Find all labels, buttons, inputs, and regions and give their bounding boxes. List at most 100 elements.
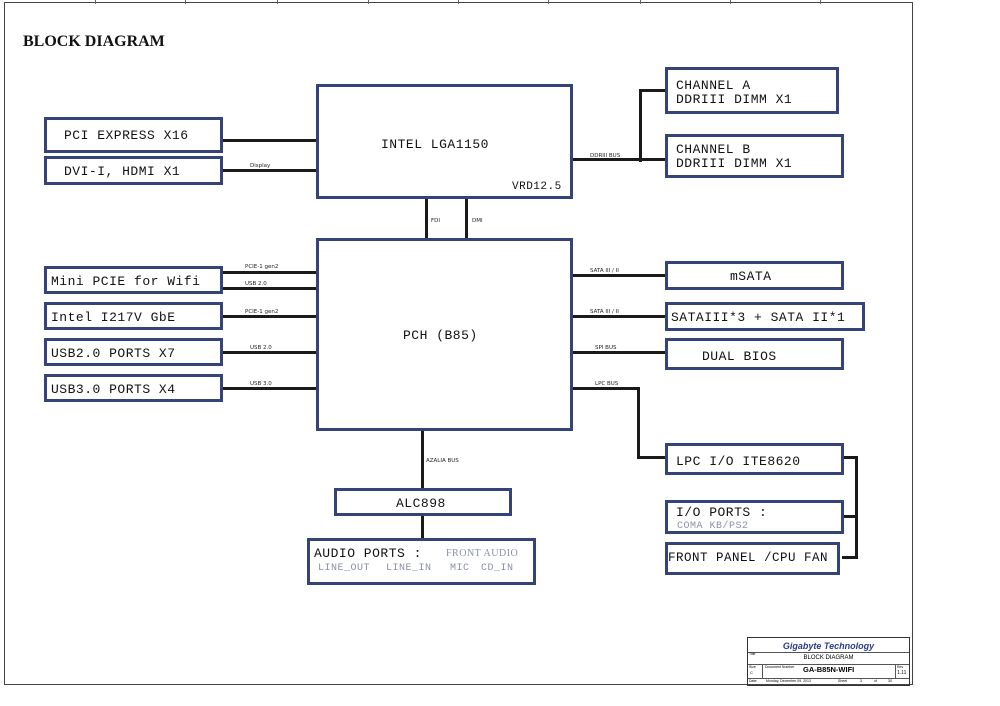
ddr-bus-label: DDRIII BUS bbox=[590, 153, 621, 159]
spi-link bbox=[572, 351, 666, 354]
rev-label: Rev bbox=[897, 665, 904, 669]
ddr-bus-chan-a bbox=[639, 89, 666, 92]
channel-b-block: CHANNEL B DDRIII DIMM X1 bbox=[665, 134, 844, 178]
sio-out bbox=[842, 456, 858, 459]
sheet-of: of bbox=[874, 679, 877, 683]
usb2-link bbox=[222, 351, 318, 354]
sata-bus-label-2: SATA III / II bbox=[590, 309, 619, 315]
sheet-value: 3 bbox=[860, 679, 862, 683]
msata-link bbox=[572, 274, 666, 277]
usb2-label: USB2.0 PORTS X7 bbox=[51, 346, 176, 361]
sata-link bbox=[572, 315, 666, 318]
sata-block: SATAIII*3 + SATA II*1 bbox=[665, 302, 865, 331]
title-value: BLOCK DIAGRAM bbox=[803, 655, 854, 661]
audio-ports-label: AUDIO PORTS : bbox=[314, 546, 422, 561]
minipcie-usb-link bbox=[222, 287, 318, 290]
sata-bus-label-1: SATA III / II bbox=[590, 268, 619, 274]
usb3-bus-label: USB 3.0 bbox=[250, 381, 272, 387]
frame-tick bbox=[185, 0, 186, 4]
company-name: Gigabyte Technology bbox=[782, 641, 875, 651]
spi-bus-label: SPI BUS bbox=[595, 345, 617, 351]
audio-line-in-label: LINE_IN bbox=[386, 563, 432, 574]
codec-audio-link bbox=[421, 514, 424, 540]
sio-fan-link bbox=[842, 556, 858, 559]
usb3-link bbox=[222, 387, 318, 390]
pcie-bus-label-2: PCIE-1 gen2 bbox=[245, 309, 279, 315]
channel-a-dimm-label: DDRIII DIMM X1 bbox=[676, 92, 793, 107]
sheet-label: Sheet bbox=[838, 679, 848, 683]
dmi-label: DMI bbox=[472, 218, 483, 224]
frame-tick bbox=[277, 0, 278, 4]
channel-b-dimm-label: DDRIII DIMM X1 bbox=[676, 156, 793, 171]
msata-block: mSATA bbox=[665, 261, 844, 290]
channel-a-block: CHANNEL A DDRIII DIMM X1 bbox=[665, 67, 839, 114]
sheet-total: 30 bbox=[888, 679, 892, 683]
cpu-block: INTEL LGA1150 VRD12.5 bbox=[316, 84, 573, 199]
dmi-link bbox=[465, 198, 468, 240]
frame-tick bbox=[95, 0, 96, 4]
usb3-block: USB3.0 PORTS X4 bbox=[44, 374, 223, 402]
fdi-label: FDI bbox=[431, 218, 441, 224]
dvi-hdmi-block: DVI-I, HDMI X1 bbox=[44, 156, 223, 185]
minipcie-block: Mini PCIE for Wifi bbox=[44, 266, 223, 294]
display-link bbox=[222, 169, 318, 172]
display-bus-label: Display bbox=[250, 163, 271, 169]
cpu-label: INTEL LGA1150 bbox=[381, 137, 489, 152]
pch-block: PCH (B85) bbox=[316, 238, 573, 431]
ddr-bus-chan-b bbox=[639, 158, 666, 161]
audio-ports-block: AUDIO PORTS : FRONT AUDIO LINE_OUT LINE_… bbox=[307, 538, 536, 585]
usb2-bus-label-2: USB 2.0 bbox=[250, 345, 272, 351]
lpc-bus-line bbox=[572, 387, 640, 390]
gbe-link bbox=[222, 315, 318, 318]
size-label: Size bbox=[749, 665, 756, 669]
lpc-bus-vertical bbox=[637, 387, 640, 459]
sio-io-link bbox=[842, 515, 858, 518]
channel-b-label: CHANNEL B bbox=[676, 142, 751, 157]
frame-tick bbox=[548, 0, 549, 4]
frame-tick bbox=[730, 0, 731, 4]
audio-front-label: FRONT AUDIO bbox=[446, 548, 519, 559]
size-value: C bbox=[750, 670, 753, 675]
usb2-bus-label-1: USB 2.0 bbox=[245, 281, 267, 287]
frame-tick bbox=[640, 0, 641, 4]
audio-mic-label: MIC bbox=[450, 563, 470, 574]
pcie-x16-label: PCI EXPRESS X16 bbox=[64, 128, 189, 143]
sio-vertical bbox=[855, 456, 858, 559]
date-label: Date: bbox=[749, 679, 758, 683]
gbe-block: Intel I217V GbE bbox=[44, 302, 223, 330]
usb2-block: USB2.0 PORTS X7 bbox=[44, 338, 223, 366]
frame-tick bbox=[368, 0, 369, 4]
lpc-bus-label: LPC BUS bbox=[595, 381, 619, 387]
cpu-vrd-label: VRD12.5 bbox=[512, 181, 562, 193]
io-ports-label: I/O PORTS : bbox=[676, 505, 768, 520]
codec-label: ALC898 bbox=[396, 496, 446, 511]
dual-bios-label: DUAL BIOS bbox=[702, 349, 777, 364]
azalia-bus-label: AZALIA BUS bbox=[426, 458, 459, 464]
title-label: Title bbox=[749, 652, 756, 656]
lpc-bus-to-sio bbox=[637, 456, 666, 459]
doc-value: GA-B85N-WIFI bbox=[803, 665, 855, 674]
pch-label: PCH (B85) bbox=[403, 328, 478, 343]
title-block: Gigabyte Technology Title BLOCK DIAGRAM … bbox=[747, 637, 910, 686]
dvi-hdmi-label: DVI-I, HDMI X1 bbox=[64, 164, 181, 179]
usb3-label: USB3.0 PORTS X4 bbox=[51, 382, 176, 397]
azalia-link bbox=[421, 430, 424, 490]
fdi-link bbox=[425, 198, 428, 240]
diagram-title: BLOCK DIAGRAM bbox=[23, 33, 165, 50]
channel-a-label: CHANNEL A bbox=[676, 78, 751, 93]
ddr-bus-line bbox=[572, 158, 640, 161]
pcie-link bbox=[222, 139, 318, 142]
frame-tick bbox=[820, 0, 821, 4]
gbe-label: Intel I217V GbE bbox=[51, 310, 176, 325]
doc-label: Document Number bbox=[765, 665, 795, 669]
rev-value: 1.11 bbox=[897, 670, 907, 676]
ddr-bus-vertical bbox=[639, 89, 642, 162]
io-ports-sub-label: COMA KB/PS2 bbox=[677, 521, 749, 532]
audio-cd-in-label: CD_IN bbox=[481, 563, 514, 574]
minipcie-label: Mini PCIE for Wifi bbox=[51, 274, 201, 289]
date-value: Monday, December 09, 2013 bbox=[766, 679, 811, 683]
front-panel-label: FRONT PANEL /CPU FAN bbox=[668, 551, 829, 565]
super-io-block: LPC I/O ITE8620 bbox=[665, 443, 844, 475]
pcie-x16-block: PCI EXPRESS X16 bbox=[44, 117, 223, 153]
pcie-bus-label-1: PCIE-1 gen2 bbox=[245, 264, 279, 270]
